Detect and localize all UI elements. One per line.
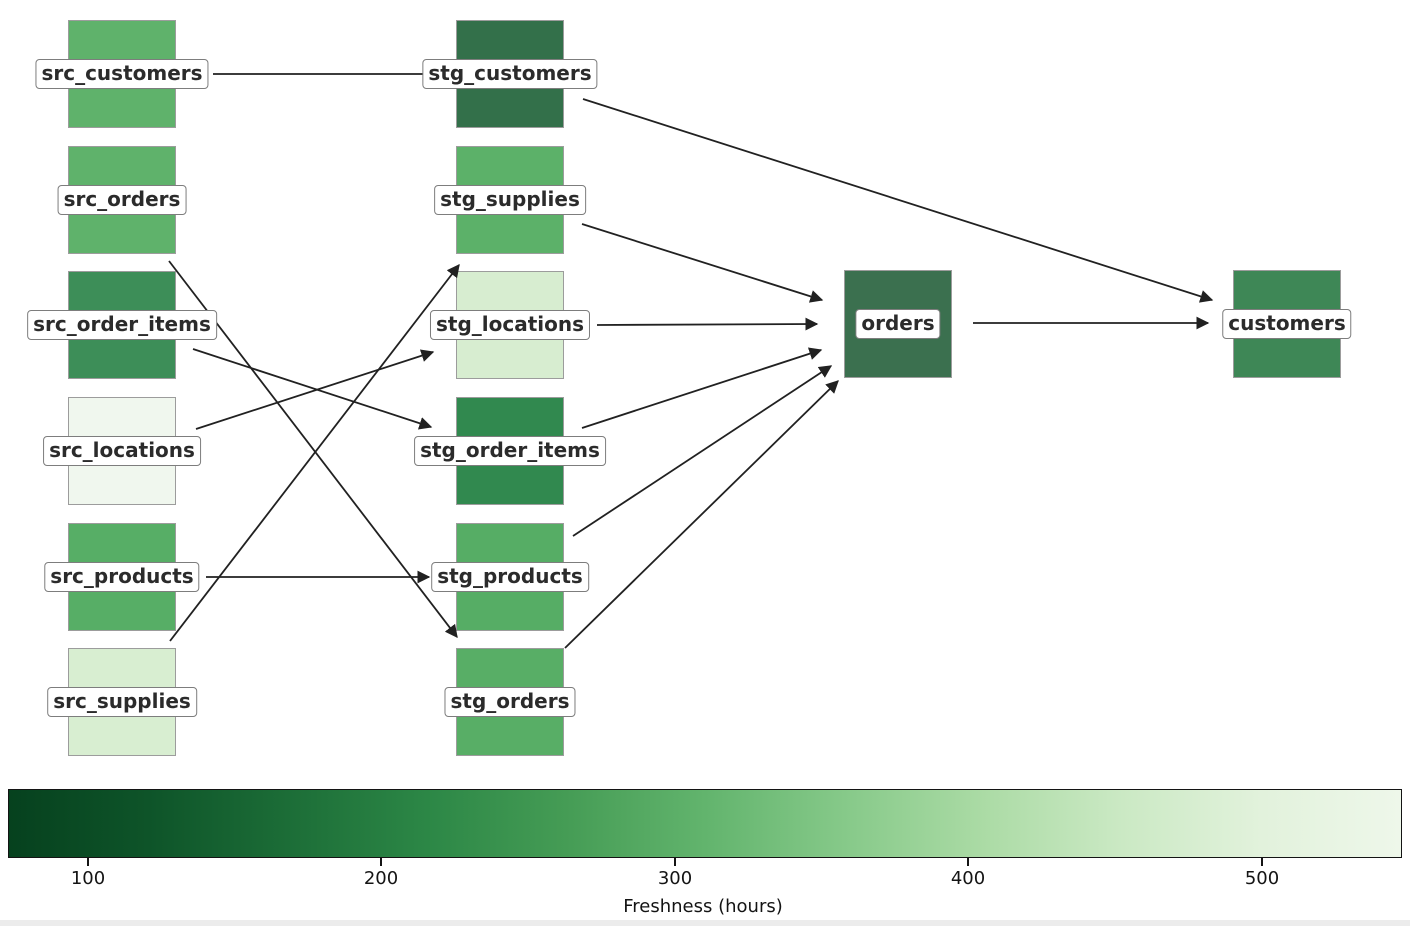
node-label-src_order_items: src_order_items — [27, 310, 217, 340]
node-label-src_supplies: src_supplies — [47, 687, 197, 717]
edge-stg_supplies-to-orders — [581, 223, 824, 303]
node-label-stg_customers: stg_customers — [422, 59, 598, 89]
edge-stg_customers-to-customers — [582, 98, 1214, 303]
colorbar-tick-label-100: 100 — [70, 868, 106, 889]
node-label-stg_orders: stg_orders — [444, 687, 576, 717]
colorbar-tick-300 — [674, 858, 676, 866]
bottom-edge-strip — [0, 920, 1410, 926]
node-label-stg_supplies: stg_supplies — [434, 185, 586, 215]
edge-src_supplies-to-stg_supplies — [169, 263, 460, 642]
edge-src_locations-to-stg_locations — [195, 349, 435, 430]
edge-stg_orders-to-orders — [564, 380, 839, 649]
node-label-customers: customers — [1222, 309, 1352, 339]
colorbar-tick-label-300: 300 — [657, 868, 693, 889]
edge-src_orders-to-stg_orders — [168, 260, 458, 639]
edge-src_order_items-to-stg_order_items — [192, 348, 433, 430]
node-label-stg_order_items: stg_order_items — [414, 436, 606, 466]
colorbar-gradient — [8, 789, 1402, 858]
colorbar-tick-label-400: 400 — [950, 868, 986, 889]
colorbar-tick-label-500: 500 — [1244, 868, 1280, 889]
node-label-stg_products: stg_products — [431, 562, 589, 592]
node-label-stg_locations: stg_locations — [429, 310, 591, 340]
node-label-src_products: src_products — [44, 562, 200, 592]
colorbar-tick-100 — [87, 858, 89, 866]
edge-stg_order_items-to-orders — [581, 347, 823, 429]
colorbar-tick-200 — [380, 858, 382, 866]
edge-stg_products-to-orders — [572, 365, 833, 537]
edge-stg_locations-to-orders — [596, 317, 819, 331]
colorbar-tick-500 — [1261, 858, 1263, 866]
node-label-src_locations: src_locations — [43, 436, 201, 466]
colorbar-axis-label: Freshness (hours) — [623, 896, 783, 917]
node-label-src_customers: src_customers — [35, 59, 209, 89]
node-label-orders: orders — [855, 309, 941, 339]
colorbar-tick-label-200: 200 — [363, 868, 399, 889]
colorbar-tick-400 — [967, 858, 969, 866]
node-label-src_orders: src_orders — [57, 185, 187, 215]
